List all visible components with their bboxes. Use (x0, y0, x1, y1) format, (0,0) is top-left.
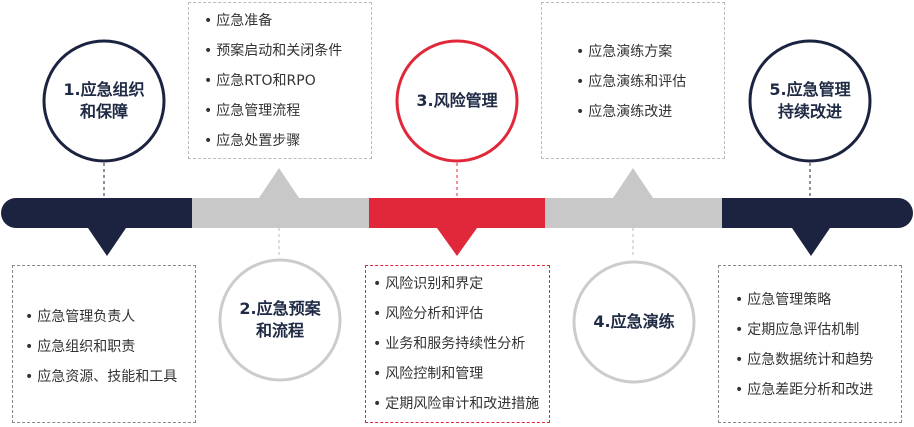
list-item: 应急演练改进 (576, 97, 724, 127)
list-item: 风险控制和管理 (373, 359, 549, 389)
list-item: 应急资源、技能和工具 (25, 362, 195, 392)
list-item: 应急管理负责人 (25, 302, 195, 332)
stage-4-details: 应急演练方案 应急演练和评估 应急演练改进 (541, 2, 725, 159)
list-item: 风险识别和界定 (373, 269, 549, 299)
stage-circle-2 (218, 258, 342, 382)
list-item: 应急准备 (204, 6, 371, 36)
list-item: 应急差距分析和改进 (735, 375, 901, 405)
stage-title-3-line1: 3.风险管理 (416, 91, 498, 110)
stage-1-details: 应急管理负责人 应急组织和职责 应急资源、技能和工具 (12, 265, 196, 423)
stage-circle-3 (395, 39, 519, 163)
stage-title-1-line2: 和保障 (79, 102, 128, 121)
stage-title-2-line2: 和流程 (255, 321, 304, 340)
stage-title-5: 5.应急管理持续改进 (750, 41, 870, 161)
pointer-up-2 (259, 168, 299, 198)
list-item: 应急管理流程 (204, 96, 371, 126)
stage-title-4: 4.应急演练 (574, 262, 694, 382)
timeline-segment-1 (1, 198, 192, 228)
stage-title-1: 1.应急组织和保障 (44, 41, 164, 161)
pointer-down-3 (437, 228, 477, 256)
stage-title-4-line1: 4.应急演练 (593, 312, 675, 331)
list-item: 风险分析和评估 (373, 299, 549, 329)
timeline-bar (1, 198, 913, 228)
stage-title-2: 2.应急预案和流程 (220, 260, 340, 380)
list-item: 应急组织和职责 (25, 332, 195, 362)
stage-title-3: 3.风险管理 (397, 41, 517, 161)
pointer-down-1 (88, 228, 126, 256)
list-item: 应急处置步骤 (204, 126, 371, 156)
timeline-segment-4 (545, 198, 722, 228)
list-item: 应急演练和评估 (576, 67, 724, 97)
pointer-down-5 (792, 228, 830, 256)
stage-5-details: 应急管理策略 定期应急评估机制 应急数据统计和趋势 应急差距分析和改进 (718, 265, 902, 423)
list-item: 应急演练方案 (576, 37, 724, 67)
stage-title-5-line2: 持续改进 (777, 102, 842, 121)
timeline-segment-3 (369, 198, 545, 228)
list-item: 预案启动和关闭条件 (204, 36, 371, 66)
stage-title-1-line1: 1.应急组织 (63, 80, 145, 99)
list-item: 定期应急评估机制 (735, 315, 901, 345)
list-item: 应急管理策略 (735, 285, 901, 315)
timeline-segment-2 (192, 198, 369, 228)
stage-title-2-line1: 2.应急预案 (239, 299, 321, 318)
list-item: 应急数据统计和趋势 (735, 345, 901, 375)
stage-2-details: 应急准备 预案启动和关闭条件 应急RTO和RPO 应急管理流程 应急处置步骤 (188, 2, 372, 159)
stage-circle-4 (572, 260, 696, 384)
list-item: 业务和服务持续性分析 (373, 329, 549, 359)
timeline-segment-5 (722, 198, 913, 228)
stage-title-5-line1: 5.应急管理 (769, 80, 851, 99)
stage-circle-1 (42, 39, 166, 163)
list-item: 定期风险审计和改进措施 (373, 389, 549, 419)
list-item: 应急RTO和RPO (204, 66, 371, 96)
stage-3-details: 风险识别和界定 风险分析和评估 业务和服务持续性分析 风险控制和管理 定期风险审… (365, 265, 550, 423)
stage-circle-5 (748, 39, 872, 163)
pointer-up-4 (613, 168, 653, 198)
